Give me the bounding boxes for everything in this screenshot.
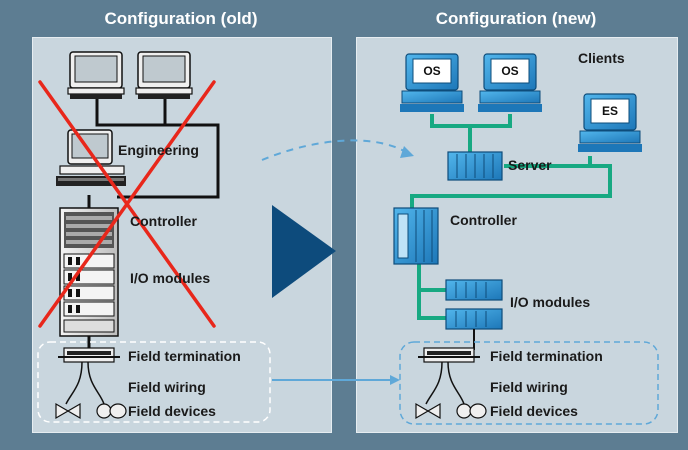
es-station-icon bbox=[578, 93, 642, 152]
new-field-wiring-label: Field wiring bbox=[490, 379, 568, 395]
io-module-icon bbox=[445, 279, 503, 301]
new-motor-icon bbox=[456, 403, 487, 419]
old-io-modules-label: I/O modules bbox=[130, 270, 211, 286]
old-motor-icon bbox=[96, 403, 127, 419]
new-field-area bbox=[399, 341, 659, 425]
old-engineering-label: Engineering bbox=[118, 142, 199, 158]
old-field-wiring-label: Field wiring bbox=[128, 379, 206, 395]
server-icon bbox=[447, 151, 503, 181]
old-field-devices-label: Field devices bbox=[128, 403, 216, 419]
dashed-arrow-head-icon bbox=[400, 146, 414, 158]
new-network-lines bbox=[410, 114, 612, 320]
es-tag: ES bbox=[602, 104, 618, 118]
io-module-icon bbox=[445, 308, 503, 330]
new-valve-icon bbox=[415, 402, 441, 420]
new-terminal-block-icon bbox=[418, 347, 480, 363]
old-valve-icon bbox=[55, 402, 81, 420]
new-field-devices-label: Field devices bbox=[490, 403, 578, 419]
old-monitor-icon bbox=[135, 51, 193, 99]
new-server-label: Server bbox=[508, 157, 552, 173]
os-tag-1: OS bbox=[423, 64, 440, 78]
crossout-icon bbox=[38, 80, 216, 328]
old-config-title: Configuration (old) bbox=[104, 9, 258, 28]
migration-arrow-icon bbox=[272, 205, 336, 298]
os-client-icon bbox=[478, 53, 542, 112]
old-monitor-icon bbox=[67, 51, 125, 99]
old-controller-label: Controller bbox=[130, 213, 197, 229]
os-tag-2: OS bbox=[501, 64, 518, 78]
old-engineering-pc-icon bbox=[56, 129, 126, 186]
old-field-wiring bbox=[65, 361, 105, 405]
old-field-termination-label: Field termination bbox=[128, 348, 241, 364]
dashed-arrow-line bbox=[261, 139, 407, 161]
old-controller-cabinet-icon bbox=[59, 207, 119, 337]
old-terminal-block-icon bbox=[58, 347, 120, 363]
old-field-area bbox=[37, 341, 271, 423]
new-field-termination-label: Field termination bbox=[490, 348, 603, 364]
new-clients-label: Clients bbox=[578, 50, 625, 66]
field-reuse-arrow-head-icon bbox=[390, 375, 400, 385]
new-config-title: Configuration (new) bbox=[435, 9, 597, 28]
new-io-modules-label: I/O modules bbox=[510, 294, 591, 310]
new-controller-label: Controller bbox=[450, 212, 517, 228]
new-controller-icon bbox=[393, 207, 439, 265]
new-field-wiring bbox=[425, 361, 465, 405]
os-client-icon bbox=[400, 53, 464, 112]
